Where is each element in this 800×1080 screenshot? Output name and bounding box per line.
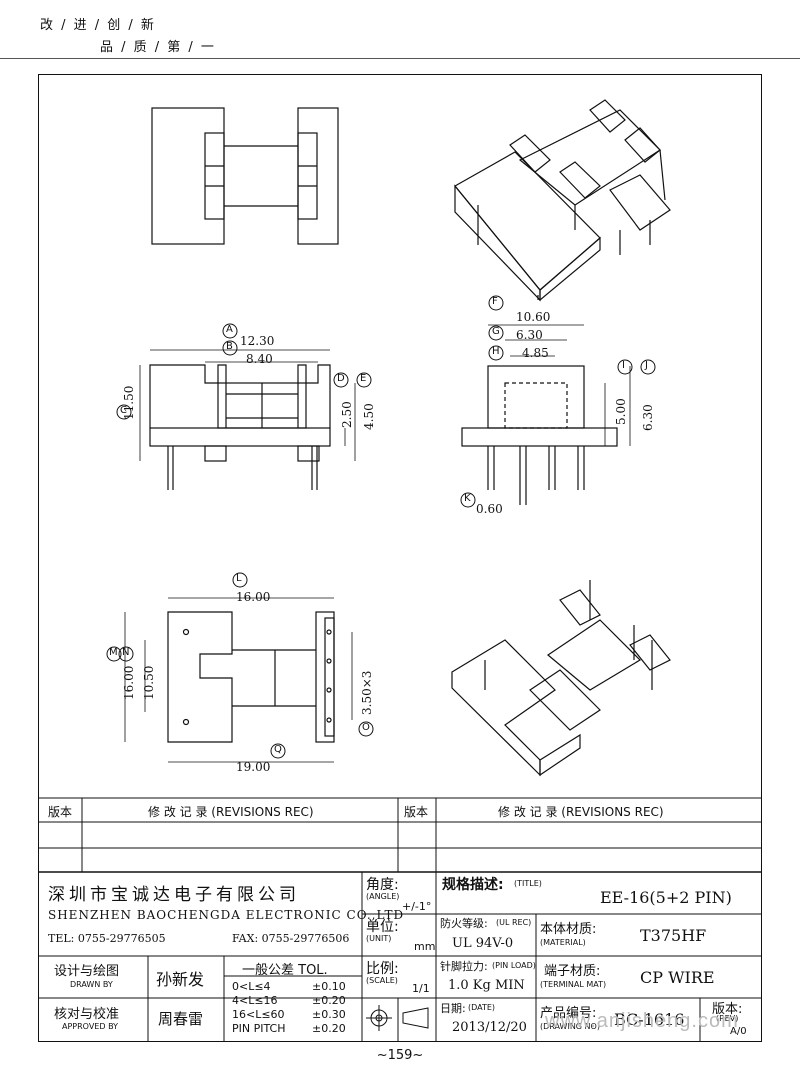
dim-b: 8.40 (246, 352, 273, 366)
tol-value-3: ±0.30 (312, 1008, 346, 1021)
scale-value: 1/1 (412, 982, 430, 995)
rev-label: 版本: (712, 1002, 743, 1017)
drawing-frame (38, 74, 762, 1042)
tol-range-1: 0<L≤4 (232, 980, 271, 993)
callout-j: J (645, 360, 648, 371)
slogan-line-1: 改 / 进 / 创 / 新 (40, 18, 156, 33)
approved-by-label-en: APPROVED BY (62, 1022, 119, 1031)
callout-b: B (226, 341, 233, 352)
terminal-label-en: (TERMINAL MAT) (540, 980, 607, 989)
rev-value: A/0 (730, 1026, 747, 1037)
ul-value: UL 94V-0 (452, 936, 514, 951)
unit-value: mm (414, 940, 436, 953)
side-view (461, 324, 631, 505)
tol-value-2: ±0.20 (312, 994, 346, 1007)
drawn-by-value: 孙新发 (156, 970, 205, 989)
drawing-no-label-en: (DRAWING NO) (540, 1022, 600, 1031)
callout-n: N (122, 647, 130, 658)
dim-h: 4.85 (522, 346, 549, 360)
pin-load-value: 1.0 Kg MIN (448, 978, 525, 993)
company-name-cn: 深圳市宝诚达电子有限公司 (48, 885, 300, 905)
angle-label-en: (ANGLE) (366, 892, 400, 901)
approved-by-value: 周春雷 (158, 1010, 204, 1028)
callout-g: G (492, 326, 500, 337)
dim-q: 19.00 (236, 760, 271, 774)
drawing-no-value: BC-1616 (614, 1010, 685, 1029)
iso-view-top (454, 99, 671, 302)
tol-value-1: ±0.10 (312, 980, 346, 993)
date-label-en: (DATE) (468, 1003, 496, 1012)
unit-label: 单位: (366, 919, 399, 935)
ul-label-en: (UL REC) (496, 918, 532, 927)
rev-label-en: (REV) (716, 1014, 739, 1023)
callout-l: L (236, 573, 242, 584)
callout-c: C (120, 405, 127, 416)
date-value: 2013/12/20 (452, 1020, 527, 1035)
callout-d: D (337, 373, 345, 384)
company-tel: TEL: 0755-29776505 (48, 932, 166, 945)
tolerance-title: 一般公差 TOL. (242, 963, 328, 978)
dim-l: 16.00 (236, 590, 271, 604)
company-name-en: SHENZHEN BAOCHENGDA ELECTRONIC CO.,LTD (48, 908, 405, 922)
callout-letters (106, 295, 656, 759)
angle-value: +/-1° (402, 900, 432, 913)
dim-a: 12.30 (240, 334, 275, 348)
bottom-view (124, 597, 353, 763)
callout-f: F (492, 296, 498, 307)
angle-label: 角度: (366, 877, 399, 893)
tol-range-4: PIN PITCH (232, 1022, 286, 1035)
watermark: www.anjisheng.com (545, 1010, 739, 1032)
tol-range-3: 16<L≤60 (232, 1008, 285, 1021)
terminal-value: CP WIRE (640, 968, 715, 987)
approved-by-label: 核对与校准 (54, 1007, 120, 1022)
callout-e: E (360, 373, 367, 384)
ul-label: 防火等级: (440, 917, 488, 930)
slogan-line-2: 品 / 质 / 第 / 一 (100, 40, 216, 55)
callout-a: A (226, 324, 233, 335)
material-label-en: (MATERIAL) (540, 938, 586, 947)
date-label: 日期: (440, 1002, 466, 1015)
tol-range-2: 4<L≤16 (232, 994, 278, 1007)
drawn-by-label-en: DRAWN BY (70, 980, 113, 989)
rev-header-record-2: 修 改 记 录 (REVISIONS REC) (498, 805, 664, 819)
drawing-no-label: 产品编号: (540, 1006, 597, 1021)
page-number: ~159~ (376, 1048, 424, 1063)
dim-k: 0.60 (476, 502, 503, 516)
material-value: T375HF (640, 926, 707, 945)
rev-header-version-1: 版本 (48, 805, 73, 819)
pin-load-label: 针脚拉力: (440, 960, 488, 973)
callout-k: K (464, 493, 471, 504)
scale-label: 比例: (366, 961, 399, 977)
terminal-label: 端子材质: (544, 964, 601, 979)
dim-f: 10.60 (516, 310, 551, 324)
material-label: 本体材质: (540, 922, 597, 937)
callout-o: O (362, 722, 370, 733)
title-value: EE-16(5+2 PIN) (600, 888, 732, 907)
title-label: 规格描述: (442, 877, 504, 893)
tol-value-4: ±0.20 (312, 1022, 346, 1035)
drawn-by-label: 设计与绘图 (54, 964, 120, 979)
dim-g: 6.30 (516, 328, 543, 342)
callout-h: H (492, 346, 500, 357)
front-view (139, 349, 356, 490)
scale-label-en: (SCALE) (366, 976, 398, 985)
callout-i: I (622, 360, 625, 371)
company-fax: FAX: 0755-29776506 (232, 932, 350, 945)
rev-header-record-1: 修 改 记 录 (REVISIONS REC) (148, 805, 314, 819)
pin-load-label-en: (PIN LOAD) (492, 961, 536, 970)
unit-label-en: (UNIT) (366, 934, 392, 943)
title-label-en: (TITLE) (514, 879, 542, 888)
technical-drawings (106, 99, 671, 777)
rev-header-version-2: 版本 (404, 805, 429, 819)
iso-view-bottom (451, 580, 671, 777)
top-view (151, 107, 339, 245)
callout-q: Q (274, 744, 282, 755)
callout-m: M (109, 647, 118, 658)
header-rule (0, 58, 800, 59)
